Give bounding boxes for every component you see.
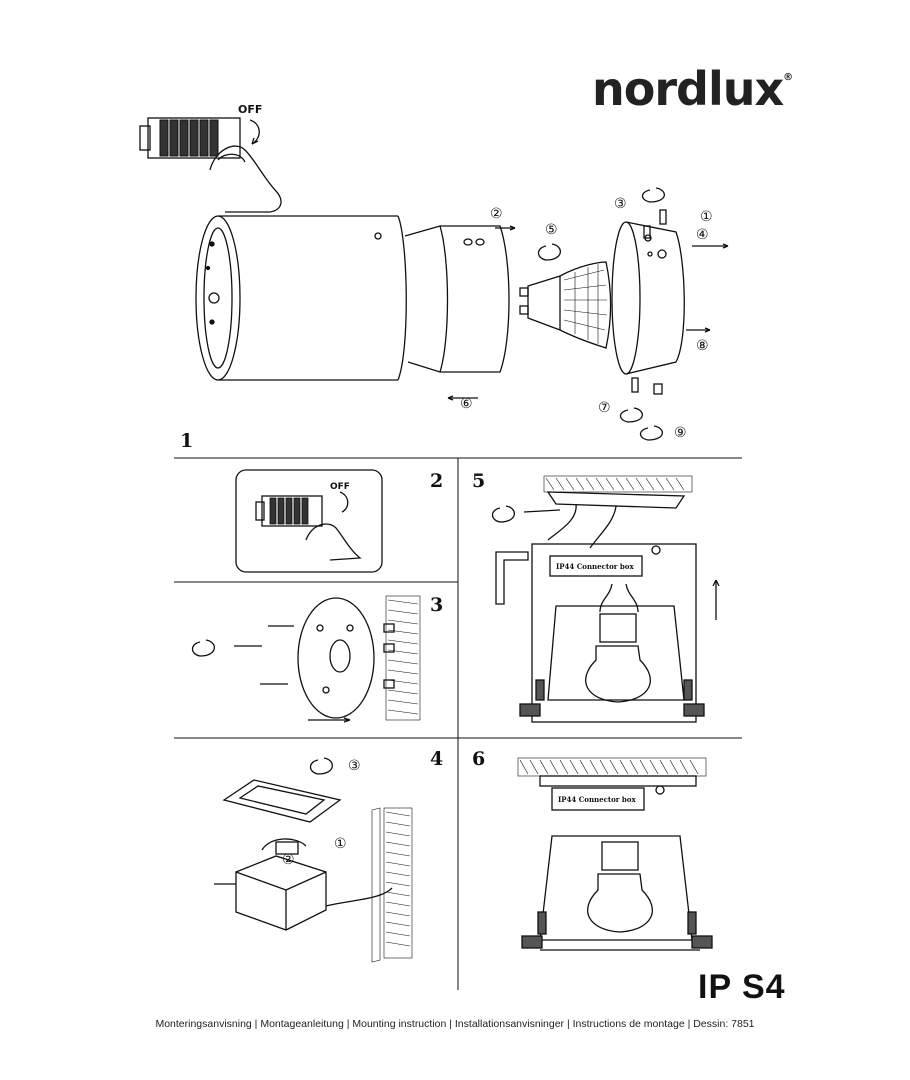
footer-caption: Monteringsanvisning | Montageanleitung |… [155,1018,755,1030]
step2-panel [235,469,383,573]
step-number-2: 2 [430,470,444,492]
step-number-5: 5 [472,470,486,492]
step4-callout-2: ② [282,852,295,868]
step-number-6: 6 [472,748,486,770]
ceiling-mount-plate [611,221,685,375]
callout-6: ⑥ [460,396,473,412]
step4-callout-1: ① [334,836,347,852]
wall-hatch [385,595,421,721]
lamp-cylinder [195,215,407,381]
rotation-arrows [537,187,665,441]
product-title: IP S4 [698,968,786,1006]
step4-callout-3: ③ [348,758,361,774]
connector-box-label-6: IP44 Connector box [558,795,636,804]
step5-panel [491,475,720,723]
ceiling-hatch-6 [517,757,707,777]
step-number-1: 1 [180,430,194,452]
brand-logo: nordlux® [592,62,793,116]
off-label: OFF [238,103,263,116]
lamp-sleeve [404,225,510,373]
direction-arrows [447,225,729,401]
callout-8: ⑧ [696,338,709,354]
brand-name: nordlux [592,62,784,116]
callout-3: ③ [614,196,627,212]
step-number-3: 3 [430,594,444,616]
step-number-4: 4 [430,748,444,770]
gu10-bulb [519,261,612,349]
registered-mark: ® [783,72,793,83]
step3-panel [191,595,421,723]
callout-7: ⑦ [598,400,611,416]
panel-dividers [174,457,742,990]
step6-panel [517,757,713,951]
connector-box-label-5: IP44 Connector box [556,562,634,571]
step4-panel [214,757,413,963]
off-label-step2: OFF [330,482,350,492]
callout-5: ⑤ [545,222,558,238]
callout-1: ① [700,209,713,225]
breaker-panel-illustration [139,117,282,213]
screws-exploded [631,209,667,395]
ceiling-hatch-5 [543,475,693,493]
callout-4: ④ [696,227,709,243]
callout-9: ⑨ [674,425,687,441]
callout-2: ② [490,206,503,222]
